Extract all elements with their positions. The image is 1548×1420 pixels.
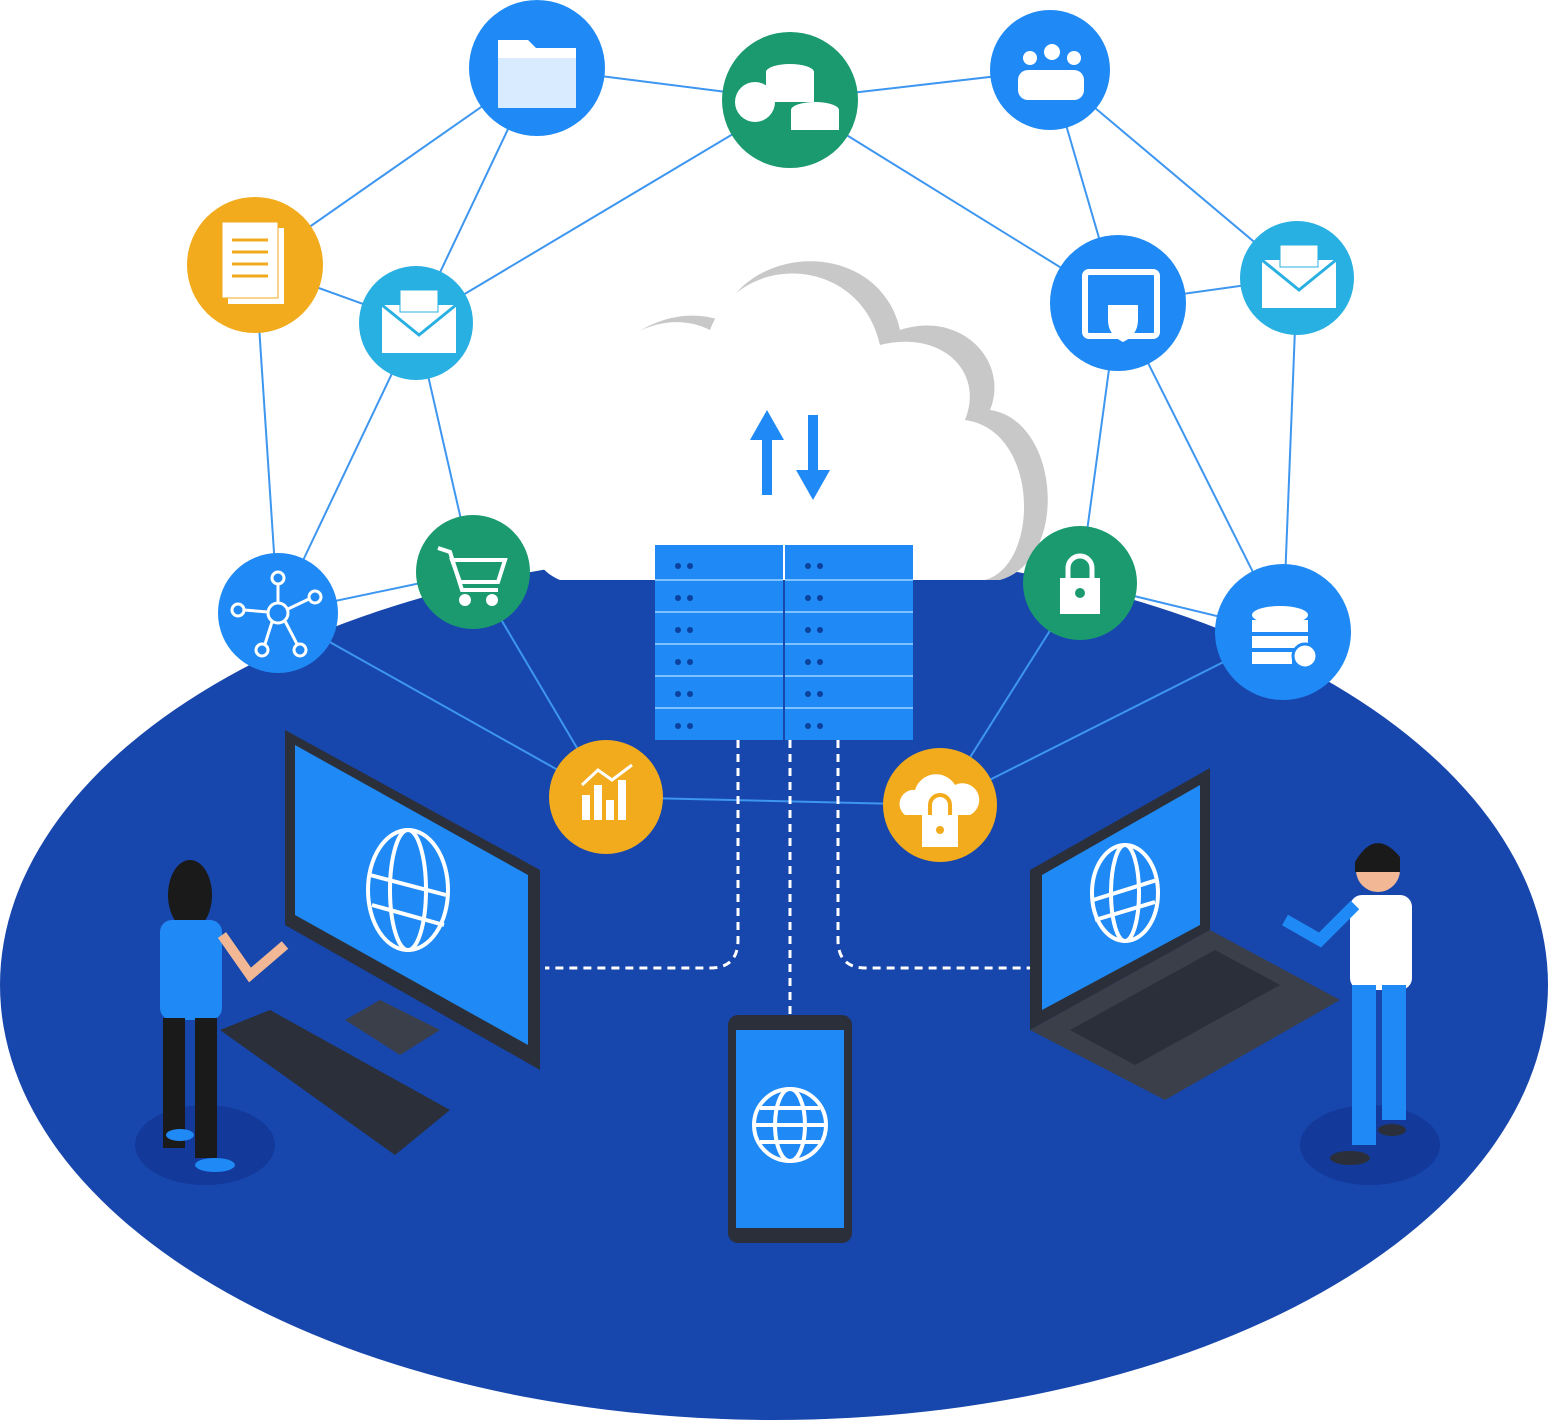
database-gear-icon xyxy=(1252,606,1319,670)
node-chart xyxy=(549,740,663,854)
node-network-hub xyxy=(218,553,338,673)
coins-icon xyxy=(735,64,839,130)
globe-icon xyxy=(1090,843,1160,943)
chart-icon xyxy=(580,763,633,820)
person-woman xyxy=(160,860,289,1172)
browser-shield-icon xyxy=(1082,269,1160,342)
node-mail-left xyxy=(359,266,473,380)
cloud-lock-icon xyxy=(899,774,980,847)
node-coins xyxy=(722,32,858,168)
device-links xyxy=(545,740,1030,1015)
node-lock xyxy=(1023,526,1137,640)
document-icon xyxy=(221,221,284,304)
node-browser-shield xyxy=(1050,235,1186,371)
cloud-icon xyxy=(527,261,1048,580)
node-cart xyxy=(416,515,530,629)
people-icon xyxy=(1018,44,1084,100)
keyboard xyxy=(220,1010,450,1155)
person-man xyxy=(1282,843,1412,1165)
cart-icon xyxy=(437,546,508,606)
desktop-computer xyxy=(220,730,540,1155)
laptop xyxy=(1030,768,1340,1100)
lock-icon xyxy=(1060,553,1100,614)
node-database-gear xyxy=(1215,564,1351,700)
mail-icon xyxy=(1261,244,1337,308)
node-mail-right xyxy=(1240,221,1354,335)
keyboard xyxy=(1070,950,1280,1065)
server-icon xyxy=(655,544,914,741)
mail-icon xyxy=(381,289,457,353)
node-people xyxy=(990,10,1110,130)
node-cloud-lock xyxy=(883,748,997,862)
folder-icon xyxy=(498,40,576,108)
transfer-arrows-icon xyxy=(750,410,830,500)
node-document xyxy=(187,197,323,333)
globe-icon xyxy=(366,828,450,952)
globe-icon xyxy=(752,1087,828,1163)
network-hub-icon xyxy=(230,570,323,658)
platform-ellipse xyxy=(0,550,1548,1420)
smartphone xyxy=(728,1015,852,1243)
node-folder xyxy=(469,0,605,136)
